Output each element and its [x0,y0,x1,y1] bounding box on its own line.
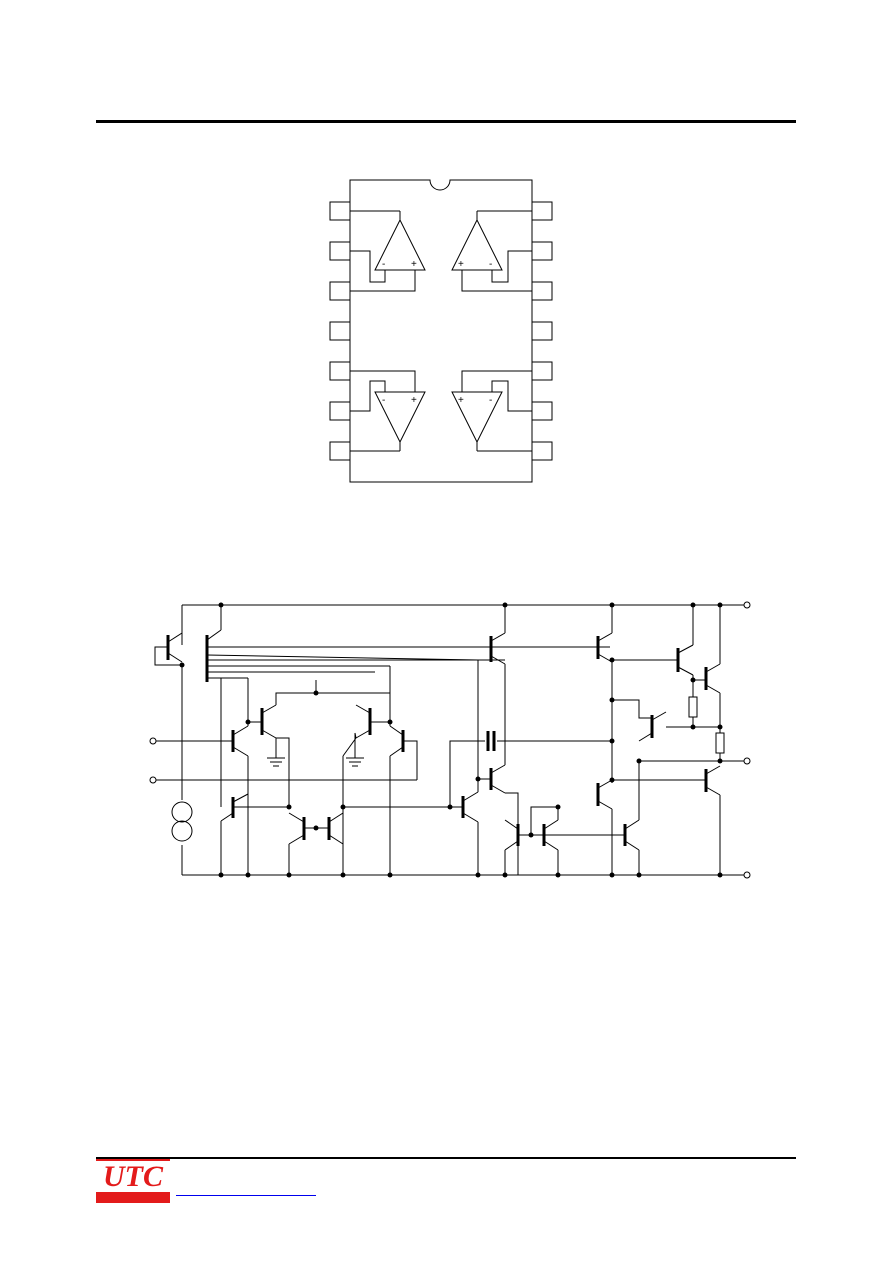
opamp-d-minus: - [489,259,492,270]
input-noninverting-terminal[interactable] [149,776,157,784]
transistor-q1 [154,632,183,666]
opamp-a-plus: + [411,259,417,270]
transistor-q7 [288,812,306,875]
vcc-terminal[interactable] [743,601,751,609]
pin-11 [531,321,553,341]
transistor-q6 [220,678,249,875]
opamp-b-minus: - [382,395,385,406]
transistor-q13 [542,819,559,875]
transistor-q15 [596,779,613,875]
transistor-q16 [623,819,640,875]
transistor-q17 [638,711,720,742]
transistor-q2 [231,678,249,875]
opamp-a-minus: - [382,259,385,270]
transistor-q19 [693,605,721,694]
opamp-c: + - [451,370,532,452]
package-outline [349,179,533,483]
equivalent-schematic [149,601,751,879]
transistor-q20 [704,765,721,875]
opamp-b: - + [350,370,426,452]
resistor-r1 [688,696,698,718]
opamp-c-plus: + [458,395,464,406]
pin-configuration-diagram: - + + - - + + - [329,179,553,483]
transistor-q18 [676,605,694,697]
opamp-a: - + [350,210,426,292]
transistor-q4 [354,704,390,739]
utc-logo: UTC [96,1159,170,1203]
transistor-q14 [596,605,613,783]
opamp-c-minus: - [489,395,492,406]
transistor-q5 [389,666,418,875]
footer-link-underline[interactable] [176,1195,316,1196]
transistor-q8 [327,812,344,845]
compensation-capacitor [486,731,496,751]
current-source [171,801,193,842]
utc-logo-text: UTC [96,1161,170,1192]
opamp-d: + - [451,210,532,292]
opamp-b-plus: + [411,395,417,406]
footer-rule [96,1157,796,1159]
opamp-d-plus: + [458,259,464,270]
input-inverting-terminal[interactable] [149,737,157,745]
transistor-q10 [489,605,506,665]
transistor-q9 [461,660,479,875]
junction-dots [179,602,723,878]
transistor-multi-collector [205,605,610,682]
gnd-terminal[interactable] [743,871,751,879]
resistor-r2 [715,732,725,754]
transistor-q11 [478,664,506,794]
transistor-q12 [504,819,520,875]
ground-symbol-2 [346,733,364,767]
ground-symbol-1 [267,738,285,767]
output-terminal[interactable] [743,757,751,765]
header-rule [96,120,796,123]
pin-4 [329,321,351,341]
